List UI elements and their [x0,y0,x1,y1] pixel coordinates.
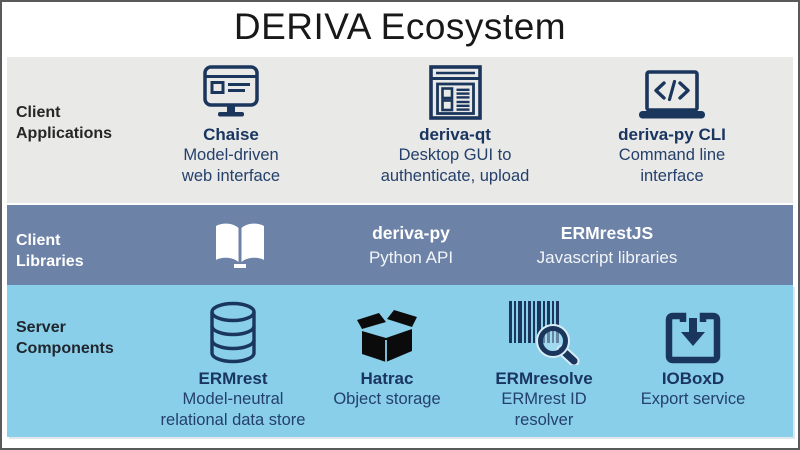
download-box-icon [586,293,798,365]
database-icon [116,293,350,365]
page-title: DERIVA Ecosystem [233,6,567,47]
item-name: ERMrest [198,369,268,388]
item-desc: Model-neutral relational data store [160,390,306,429]
item-ermrestjs: ERMrestJS Javascript libraries [487,205,727,285]
item-ermrest: ERMrest Model-neutral relational data st… [116,285,350,431]
item-name: IOBoxD [661,369,725,388]
monitor-browser-icon [124,61,338,120]
barcode-magnifier-icon [437,293,651,365]
band-client-applications: Client Applications Chaise Model-driven … [7,57,793,203]
item-name: deriva-py [372,222,450,243]
open-book-icon [186,205,294,285]
band-label-server-components: Server Components [16,319,114,357]
window-list-icon [348,61,562,120]
laptop-code-icon [565,61,779,120]
band-label-client-applications: Client Applications [16,104,113,142]
item-desc: Javascript libraries [536,247,678,267]
item-name: ERMrestJS [560,222,654,243]
item-name: Chaise [203,125,259,144]
item-desc: Model-driven web interface [181,146,281,185]
item-name: deriva-py CLI [618,125,726,144]
band-client-libraries: Client Libraries deriva-py Python API ER… [7,205,793,285]
item-hatrac: Hatrac Object storage [280,285,494,410]
item-deriva-py-cli: deriva-py CLI Command line interface [565,57,779,187]
item-desc: Object storage [333,390,441,408]
item-deriva-qt: deriva-qt Desktop GUI to authenticate, u… [348,57,562,187]
item-desc: Command line interface [618,146,726,185]
band-server-components: Server Components ERMrest Model-neutral … [7,285,793,437]
item-desc: ERMrest ID resolver [501,390,587,429]
item-name: deriva-qt [419,125,491,144]
band-label-client-libraries: Client Libraries [16,232,84,270]
item-desc: Desktop GUI to authenticate, upload [380,146,530,185]
item-desc: Python API [368,247,454,267]
item-desc: Export service [640,390,746,408]
item-deriva-py: deriva-py Python API [304,205,518,285]
open-box-icon [280,293,494,365]
item-ioboxd: IOBoxD Export service [586,285,798,410]
item-name: Hatrac [360,369,414,388]
item-name: ERMresolve [495,369,593,388]
item-ermresolve: ERMresolve ERMrest ID resolver [437,285,651,431]
item-chaise: Chaise Model-driven web interface [124,57,338,187]
